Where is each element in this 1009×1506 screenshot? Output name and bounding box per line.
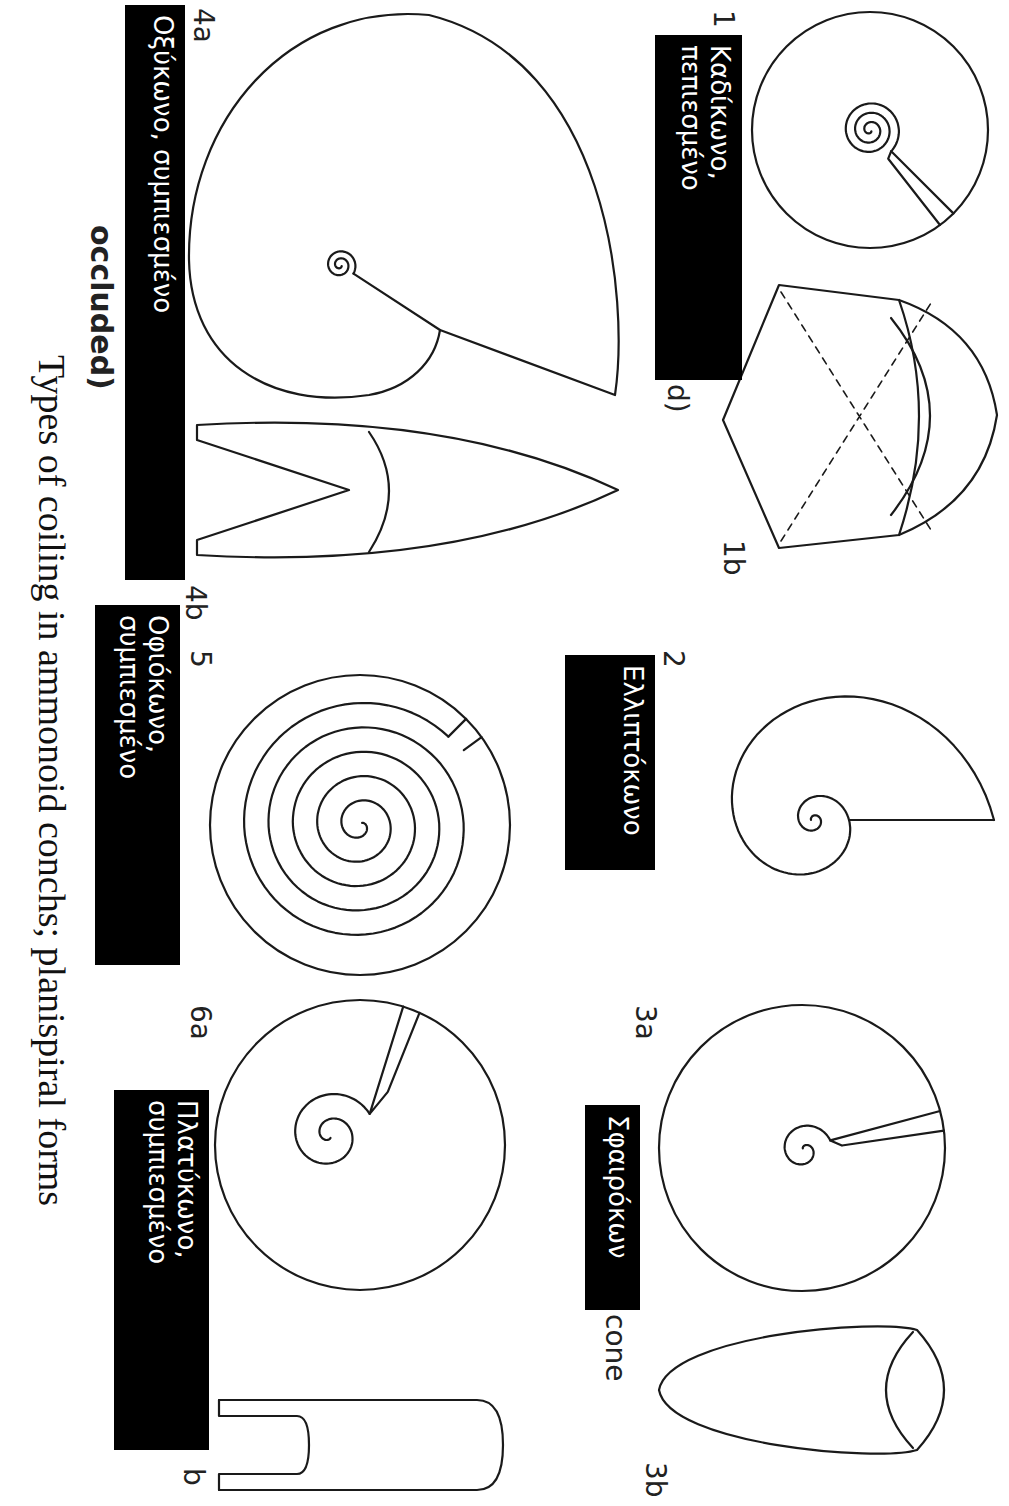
label-box: Σφαιρόκων (585, 1105, 640, 1310)
figure-number: b (179, 1468, 207, 1486)
label-box: Πλατύκωνο, συμπιεσμένο (114, 1090, 209, 1450)
umbilical-spiral (785, 1126, 831, 1165)
figure-number: 1b (719, 540, 747, 576)
aperture-line (888, 151, 953, 225)
box-label: Οξύκωνο, συμπιεσμένο (148, 15, 177, 313)
shell-outline (215, 1000, 505, 1290)
box-label: Οφιόκωνο, συμπιεσμένο (114, 615, 172, 815)
label-box: Οξύκωνο, συμπιεσμένο (125, 5, 185, 580)
umbilical-spiral (846, 104, 899, 152)
figure-number: 4b (181, 585, 209, 621)
aperture-line (354, 274, 441, 330)
shell-outline (659, 1005, 945, 1291)
figure-number: d) (663, 384, 691, 413)
shell-spiral (732, 696, 994, 874)
shell-outline (189, 14, 619, 398)
label-box: Οφιόκωνο, συμπιεσμένο (95, 605, 180, 965)
dashed-line (781, 292, 931, 541)
figure-caption: Types of coiling in ammonoid conchs; pla… (33, 355, 71, 1206)
aperture-line (370, 1007, 420, 1114)
figure-number: cone (601, 1314, 629, 1382)
whorl-line (891, 318, 930, 515)
aperture-line (830, 1111, 944, 1146)
shell-outline (752, 12, 988, 248)
cross-section (197, 423, 618, 558)
aperture-line (448, 719, 481, 750)
box-label: Πλατύκωνο, συμπιεσμένο (143, 1100, 201, 1310)
figure-number: 3a (631, 1005, 659, 1040)
cross-section (723, 285, 997, 548)
figure-number: 4a (189, 8, 217, 43)
aperture-line (849, 819, 994, 821)
figure-number: 2 (659, 650, 687, 668)
cross-section (659, 1326, 944, 1453)
label-box: Καδίκωνο, πεπιεσμένο (655, 35, 742, 380)
whorl-line (886, 1332, 913, 1448)
figure-number: 3b (641, 1462, 669, 1498)
box-label: Καδίκωνο, πεπιεσμένο (676, 45, 734, 245)
umbilical-spiral (328, 251, 355, 275)
figure-number: 6a (186, 1005, 214, 1040)
shell-outline (210, 675, 510, 975)
figure-number: 1 (709, 10, 737, 28)
box-label: Ελλιπτόκωνο (618, 665, 647, 836)
note-text: occluded) (86, 225, 116, 390)
box-label: Σφαιρόκων (603, 1115, 632, 1259)
shell-spiral (244, 703, 464, 935)
whorl-line (219, 1400, 309, 1490)
umbilical-spiral (295, 1094, 370, 1164)
whorl-line (369, 432, 389, 552)
figure-number: 5 (186, 650, 214, 668)
cross-section (219, 1400, 503, 1490)
label-box: Ελλιπτόκωνο (565, 655, 655, 870)
